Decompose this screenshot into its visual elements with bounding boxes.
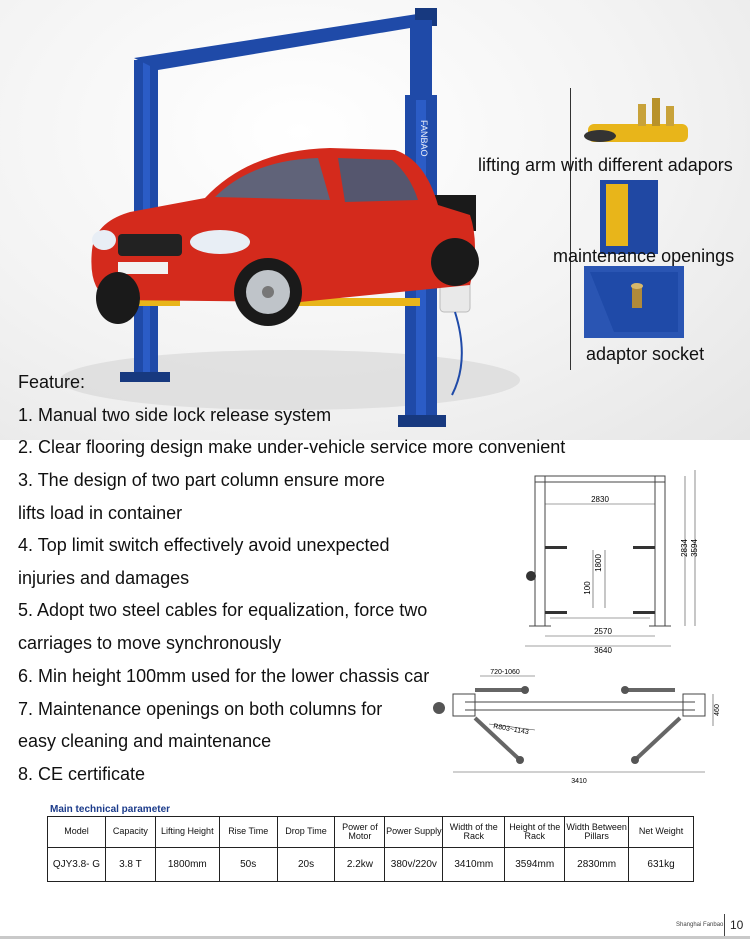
table-cell: 3594mm <box>504 847 566 882</box>
table-header: Model <box>47 816 106 848</box>
callout-lifting-arm: lifting arm with different adapors <box>478 155 733 175</box>
svg-text:720-1060: 720-1060 <box>490 669 520 676</box>
footer-rule <box>0 936 750 939</box>
callout-maintenance-openings: maintenance openings <box>553 246 735 266</box>
column-brand-text: FANBAO <box>419 120 429 157</box>
table-cell: 1800mm <box>154 847 220 882</box>
svg-text:2830: 2830 <box>591 495 609 504</box>
svg-text:3410: 3410 <box>571 778 587 785</box>
lifting-arm-adapters-photo <box>584 98 688 142</box>
feature-item: 2. Clear flooring design make under-vehi… <box>18 437 566 457</box>
feature-heading: Feature: <box>18 372 86 392</box>
adaptor-socket-photo <box>584 266 684 338</box>
svg-text:3640: 3640 <box>594 646 612 655</box>
top-beam <box>134 12 434 70</box>
table-title: Main technical parameter <box>50 804 171 815</box>
feature-item: easy cleaning and maintenance <box>18 731 272 751</box>
front-view-diagram: 2830 2834 3594 1800 100 2570 3640 <box>525 470 699 655</box>
footer-brand: Shanghai Fanbao <box>676 922 724 928</box>
table-row: QJY3.8- G 3.8 T 1800mm 50s 20s 2.2kw 380… <box>47 847 694 882</box>
svg-text:1800: 1800 <box>594 554 603 572</box>
feature-item: 8. CE certificate <box>18 764 146 784</box>
svg-text:2570: 2570 <box>594 627 612 636</box>
car-lift-photo: FANBAO <box>60 8 520 427</box>
top-view-diagram: 720-1060 R803~1143 460 3410 <box>433 669 721 785</box>
feature-item: 6. Min height 100mm used for the lower c… <box>18 666 430 686</box>
feature-item: 4. Top limit switch effectively avoid un… <box>18 535 390 555</box>
maintenance-openings-photo <box>600 180 658 254</box>
callout-adaptor-socket: adaptor socket <box>586 344 705 364</box>
svg-text:100: 100 <box>583 581 592 595</box>
table-header: Net Weight <box>628 816 694 848</box>
svg-text:460: 460 <box>714 704 721 716</box>
table-cell: 50s <box>218 847 278 882</box>
callout-divider <box>570 88 571 370</box>
table-header: Height of the Rack <box>504 816 566 848</box>
table-cell: 2830mm <box>564 847 630 882</box>
lift-arm <box>270 298 420 306</box>
svg-text:R803~1143: R803~1143 <box>493 723 530 736</box>
table-cell: 2.2kw <box>334 847 386 882</box>
svg-text:2834: 2834 <box>680 539 689 557</box>
table-header: Drop Time <box>276 816 336 848</box>
table-cell: 3410mm <box>442 847 506 882</box>
table-header: Power of Motor <box>334 816 386 848</box>
table-header: Power Supply <box>384 816 444 848</box>
feature-item: carriages to move synchronously <box>18 633 282 653</box>
page-number: 10 <box>730 918 744 932</box>
table-header: Lifting Height <box>154 816 220 848</box>
table-cell: 380v/220v <box>384 847 444 882</box>
table-cell: 20s <box>276 847 336 882</box>
footer-divider <box>724 914 725 936</box>
feature-item: lifts load in container <box>18 503 183 523</box>
table-header: Width Between Pillars <box>564 816 630 848</box>
table-cell: QJY3.8- G <box>47 847 106 882</box>
feature-item: 7. Maintenance openings on both columns … <box>18 699 383 719</box>
feature-item: 1. Manual two side lock release system <box>18 405 332 425</box>
feature-item: injuries and damages <box>18 568 190 588</box>
feature-item: 3. The design of two part column ensure … <box>18 470 385 490</box>
table-header-row: Model Capacity Lifting Height Rise Time … <box>47 816 694 848</box>
table-header: Capacity <box>104 816 156 848</box>
svg-text:3594: 3594 <box>690 539 699 557</box>
table-header: Width of the Rack <box>442 816 506 848</box>
table-cell: 631kg <box>628 847 694 882</box>
feature-item: 5. Adopt two steel cables for equalizati… <box>18 600 428 620</box>
table-header: Rise Time <box>218 816 278 848</box>
table-cell: 3.8 T <box>104 847 156 882</box>
technical-parameter-table: Model Capacity Lifting Height Rise Time … <box>47 816 694 882</box>
